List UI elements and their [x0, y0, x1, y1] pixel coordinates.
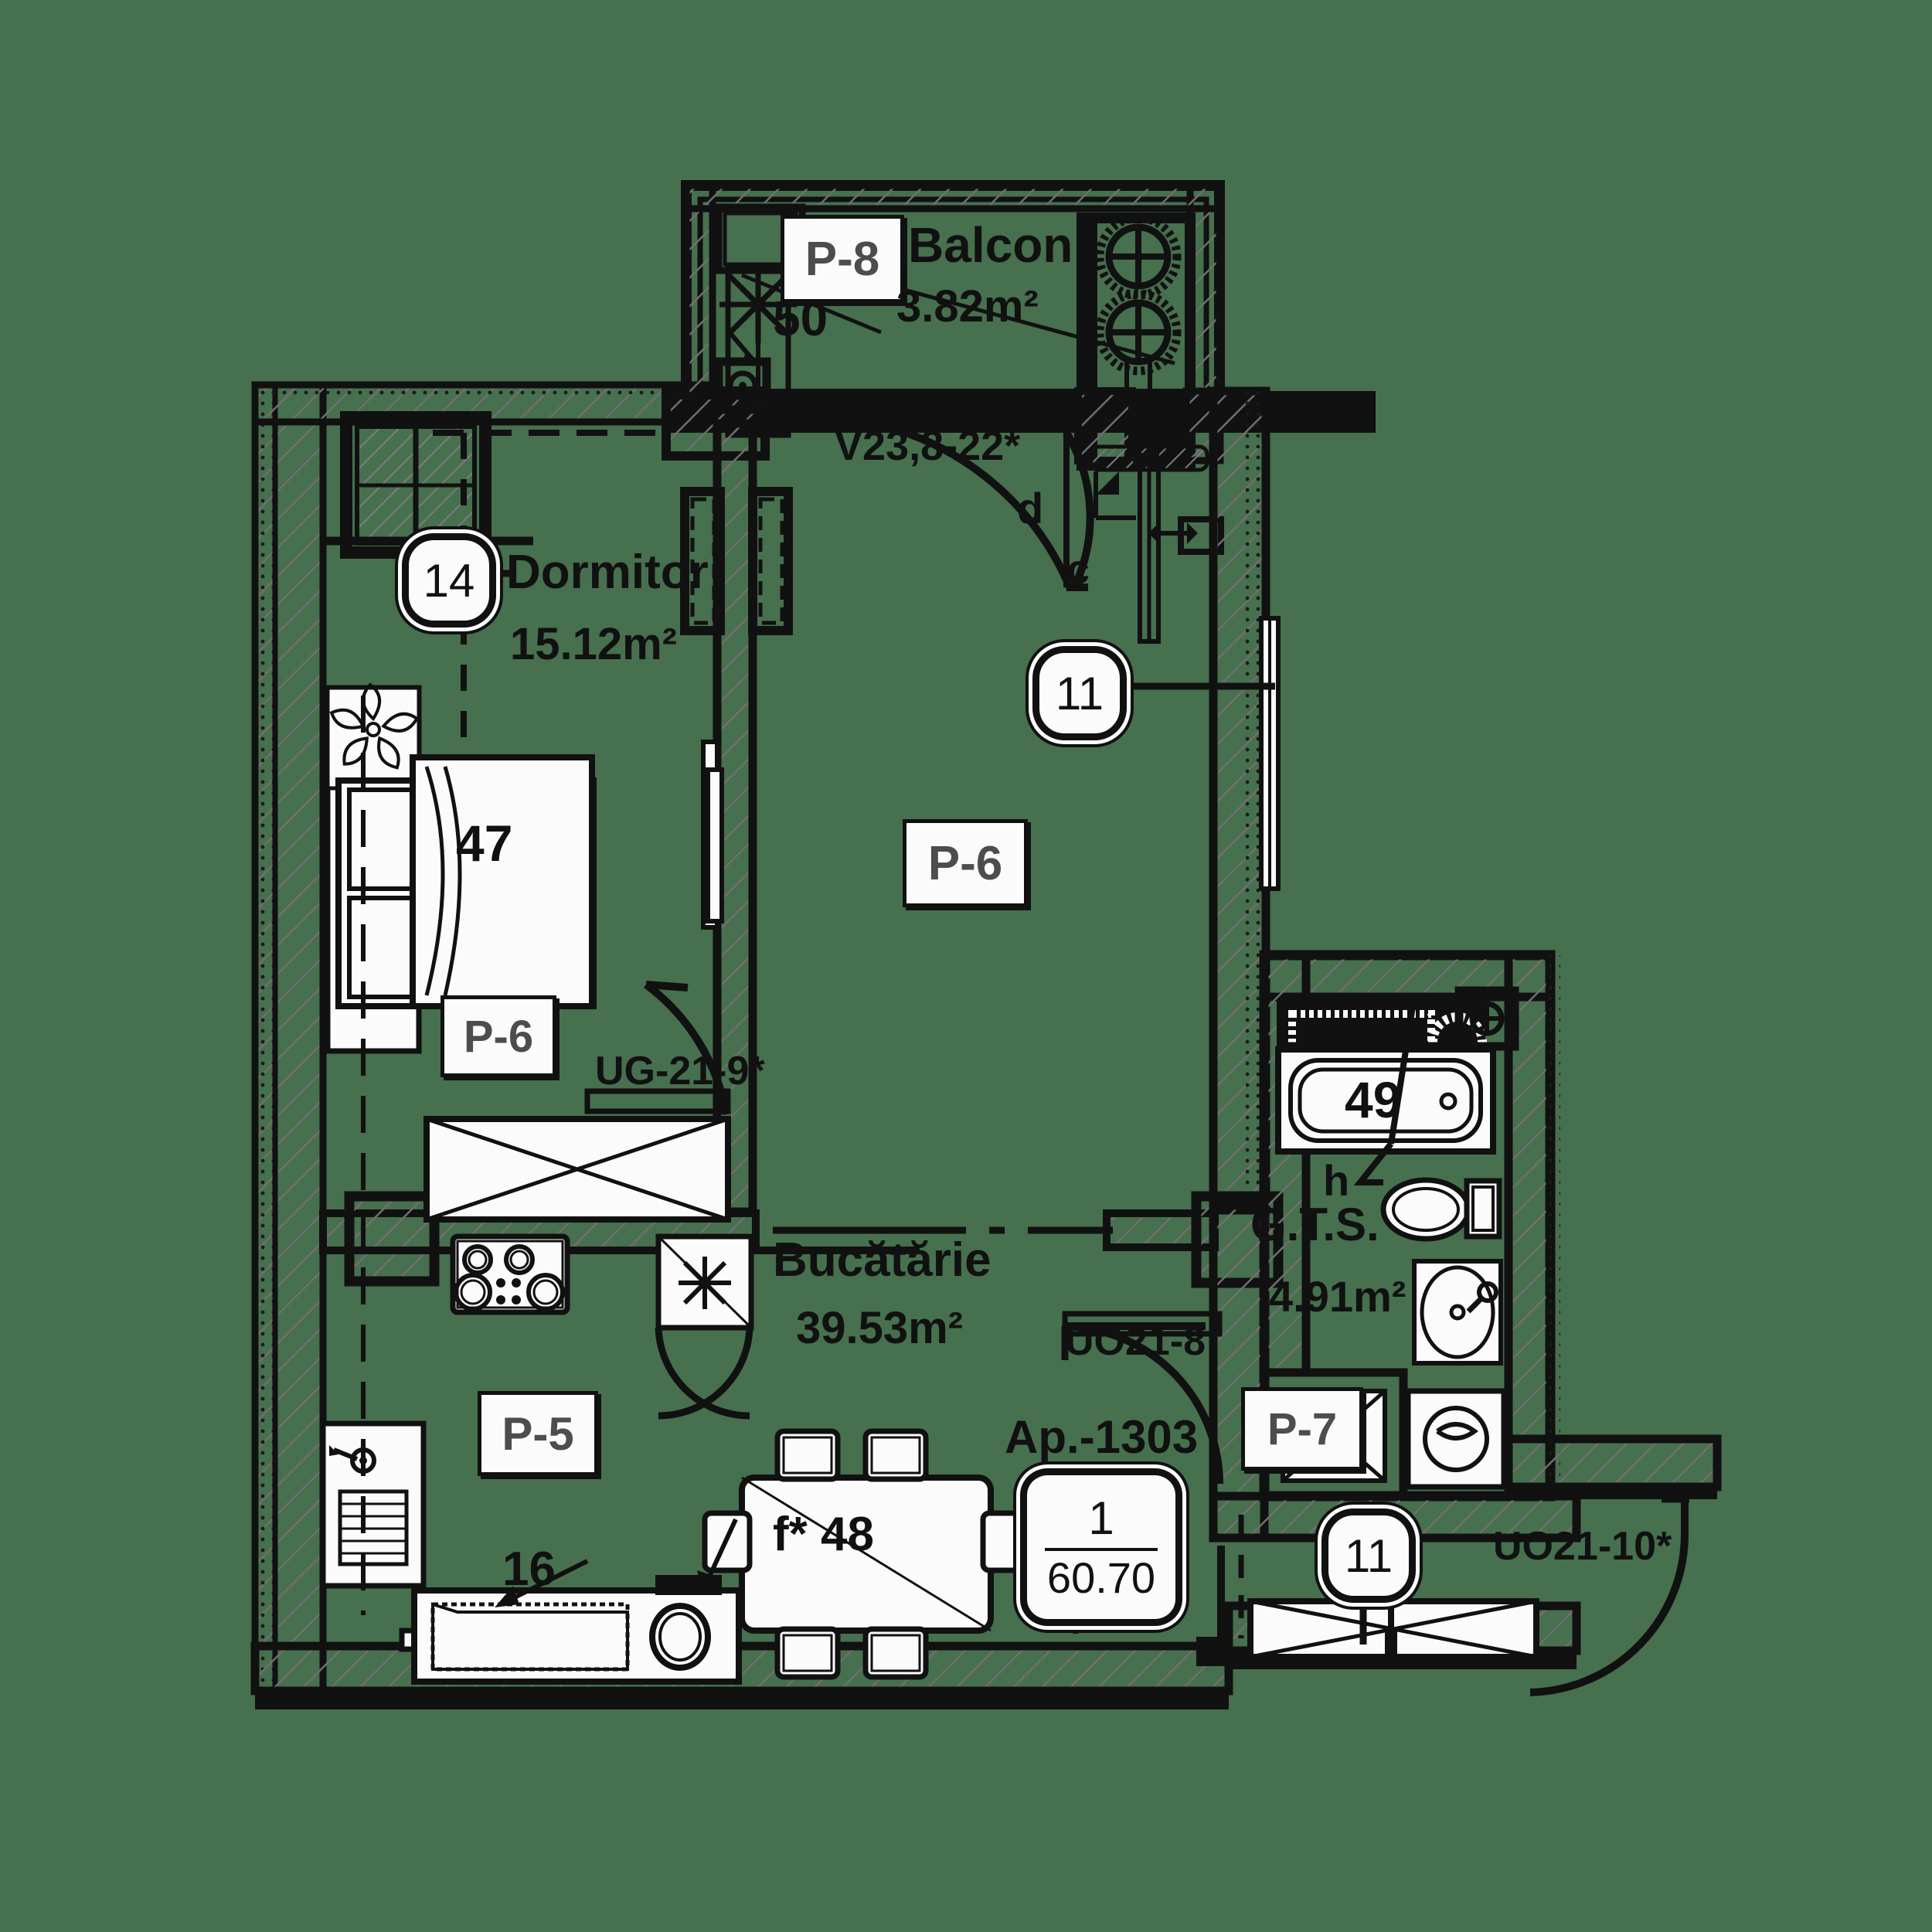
- marker-14-label: 14: [423, 554, 475, 607]
- appliance-unit: [655, 1233, 754, 1420]
- entry-zone: [895, 387, 1224, 644]
- area-tag-p5-label: P-5: [502, 1407, 574, 1460]
- marker-11-bottom-label: 11: [1344, 1529, 1393, 1582]
- wall-left-exterior: [251, 381, 327, 1695]
- furniture-tag-49: 49: [1345, 1071, 1402, 1128]
- area-tag-p6-dormitor-label: P-6: [463, 1011, 534, 1062]
- stamp-total-area: 60.70: [1046, 1553, 1156, 1602]
- apartment-area-stamp: 1 60.70: [1020, 1468, 1182, 1626]
- area-tag-p6-living-label: P-6: [927, 836, 1003, 890]
- wall-right-living: [1209, 386, 1281, 1215]
- bedroom-furniture: [325, 682, 731, 1223]
- wall-assembly: [250, 180, 1722, 1709]
- leader-49: [1388, 996, 1417, 1145]
- furniture-tag-16: 16: [502, 1543, 556, 1596]
- area-tag-p6-dormitor: P-6: [440, 995, 556, 1077]
- room-area-bucatarie: 39.53m²: [796, 1303, 964, 1353]
- opening-label-ug219: UG-21-9*: [595, 1049, 765, 1094]
- room-area-gts: 4.91m²: [1269, 1272, 1406, 1321]
- room-name-dormitor: Dormitor: [506, 546, 709, 599]
- washbasin: [1412, 1259, 1503, 1366]
- ac-unit-icon: [719, 266, 797, 343]
- kitchen-sink: [320, 1420, 427, 1589]
- room-area-dormitor: 15.12m²: [510, 619, 678, 669]
- kitchen-furniture: [320, 1233, 1031, 1685]
- lower-cabinet: [411, 1575, 742, 1685]
- opening-label-uo218: UO21-8: [1065, 1319, 1206, 1364]
- furniture-tag-48: f* 48: [773, 1508, 874, 1561]
- marker-11-living-label: 11: [1055, 667, 1104, 719]
- hardware-letter-c: c: [1066, 546, 1090, 593]
- room-name-balcon: Balcon: [908, 217, 1073, 273]
- toilet: [1380, 1177, 1502, 1242]
- area-tag-p7: P-7: [1241, 1387, 1363, 1471]
- marker-14: 14: [402, 533, 496, 628]
- hardware-letter-h: h: [1323, 1156, 1350, 1205]
- apartment-number: Ap.-1303: [1005, 1411, 1199, 1463]
- stamp-divider: [1045, 1548, 1158, 1551]
- area-tag-p5: P-5: [478, 1391, 598, 1476]
- area-tag-p7-label: P-7: [1267, 1403, 1338, 1454]
- star-icon: [679, 1257, 731, 1309]
- marker-11-bottom: 11: [1321, 1509, 1416, 1603]
- area-tag-p6-living: P-6: [903, 819, 1028, 907]
- opening-label-uo2110: UO21-10*: [1493, 1524, 1672, 1569]
- opening-label-v23: V23,8-22*: [835, 423, 1021, 469]
- room-area-balcon: 3.82m²: [896, 281, 1039, 332]
- cooktop: [450, 1233, 570, 1315]
- dining-table: [697, 1428, 1031, 1680]
- area-tag-p8-label: P-8: [804, 232, 880, 286]
- plant-icon: [329, 682, 420, 770]
- area-tag-p8: P-8: [781, 215, 904, 303]
- room-name-bucatarie: Bucătărie: [773, 1233, 992, 1287]
- washing-machine: [1405, 1388, 1507, 1490]
- furniture-tag-50: 50: [773, 291, 828, 346]
- hardware-letter-d: d: [1017, 484, 1044, 532]
- marker-11-living: 11: [1032, 646, 1127, 740]
- stamp-rooms-count: 1: [1088, 1492, 1114, 1544]
- bathtub: [1275, 1042, 1496, 1155]
- furniture-tag-47: 47: [456, 815, 513, 872]
- room-name-gts: G.T.S.: [1250, 1199, 1379, 1250]
